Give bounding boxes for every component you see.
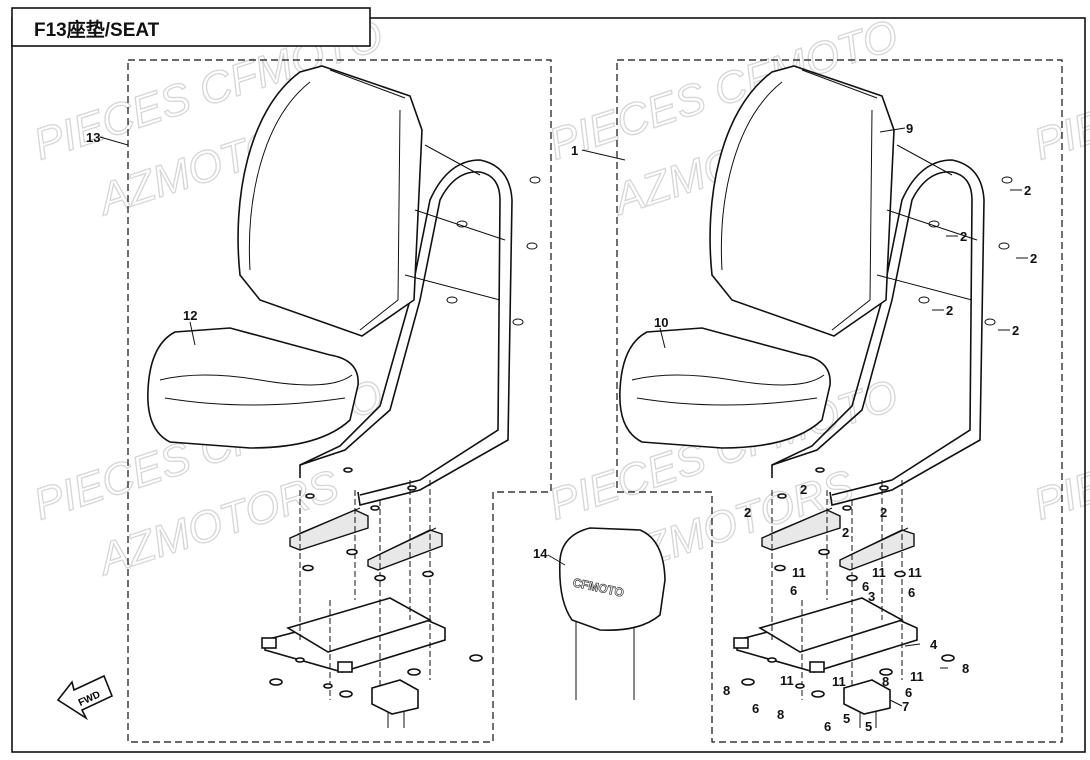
callout-11: 11: [792, 565, 806, 580]
callout-11: 11: [910, 669, 924, 684]
headrest: CFMOTO: [558, 527, 666, 700]
callout-9: 9: [906, 121, 913, 136]
svg-text:PIECES CFMOTO: PIECES CFMOTO: [1028, 11, 1090, 170]
callout-11: 11: [780, 673, 794, 688]
callout-6: 6: [824, 719, 831, 734]
diagram-title: F13座垫/SEAT: [34, 18, 160, 41]
callout-6: 6: [752, 701, 759, 716]
callout-2: 2: [960, 229, 967, 244]
callout-2: 2: [1024, 183, 1031, 198]
callouts: 13 12 14 1 9 10 2 2 2 2 2 2 2 2 2 11 11 …: [86, 121, 1037, 734]
callout-8: 8: [962, 661, 969, 676]
callout-6: 6: [908, 585, 915, 600]
callout-6: 6: [790, 583, 797, 598]
callout-7: 7: [902, 699, 909, 714]
fwd-arrow-icon: FWD: [56, 674, 114, 721]
right-assembly-outline: [616, 59, 1063, 743]
callout-11: 11: [908, 565, 922, 580]
callout-5: 5: [843, 711, 850, 726]
callout-11: 11: [832, 674, 846, 689]
callout-2: 2: [800, 482, 807, 497]
callout-12: 12: [183, 308, 197, 323]
callout-2: 2: [946, 303, 953, 318]
callout-10: 10: [654, 315, 668, 330]
callout-4: 4: [930, 637, 938, 652]
leader-lines: [99, 127, 1028, 707]
callout-5: 5: [865, 719, 872, 734]
callout-14: 14: [533, 546, 548, 561]
left-assembly-outline: [127, 59, 552, 743]
callout-13: 13: [86, 130, 100, 145]
svg-text:PIECES CFMOTO: PIECES CFMOTO: [1028, 371, 1090, 530]
callout-8: 8: [723, 683, 730, 698]
callout-2: 2: [842, 525, 849, 540]
callout-6: 6: [862, 579, 869, 594]
drawing-frame: [11, 17, 1086, 753]
callout-2: 2: [880, 505, 887, 520]
callout-2: 2: [1030, 251, 1037, 266]
callout-8: 8: [882, 674, 889, 689]
callout-1: 1: [571, 143, 578, 158]
callout-2: 2: [1012, 323, 1019, 338]
callout-3: 3: [868, 589, 875, 604]
callout-6: 6: [905, 685, 912, 700]
watermark: PIECES CFMOTO AZMOTORS PIECES CFMOTO AZM…: [27, 10, 1090, 586]
title-box: [11, 7, 371, 47]
callout-11: 11: [872, 565, 886, 580]
callout-8: 8: [777, 707, 784, 722]
callout-2: 2: [744, 505, 751, 520]
